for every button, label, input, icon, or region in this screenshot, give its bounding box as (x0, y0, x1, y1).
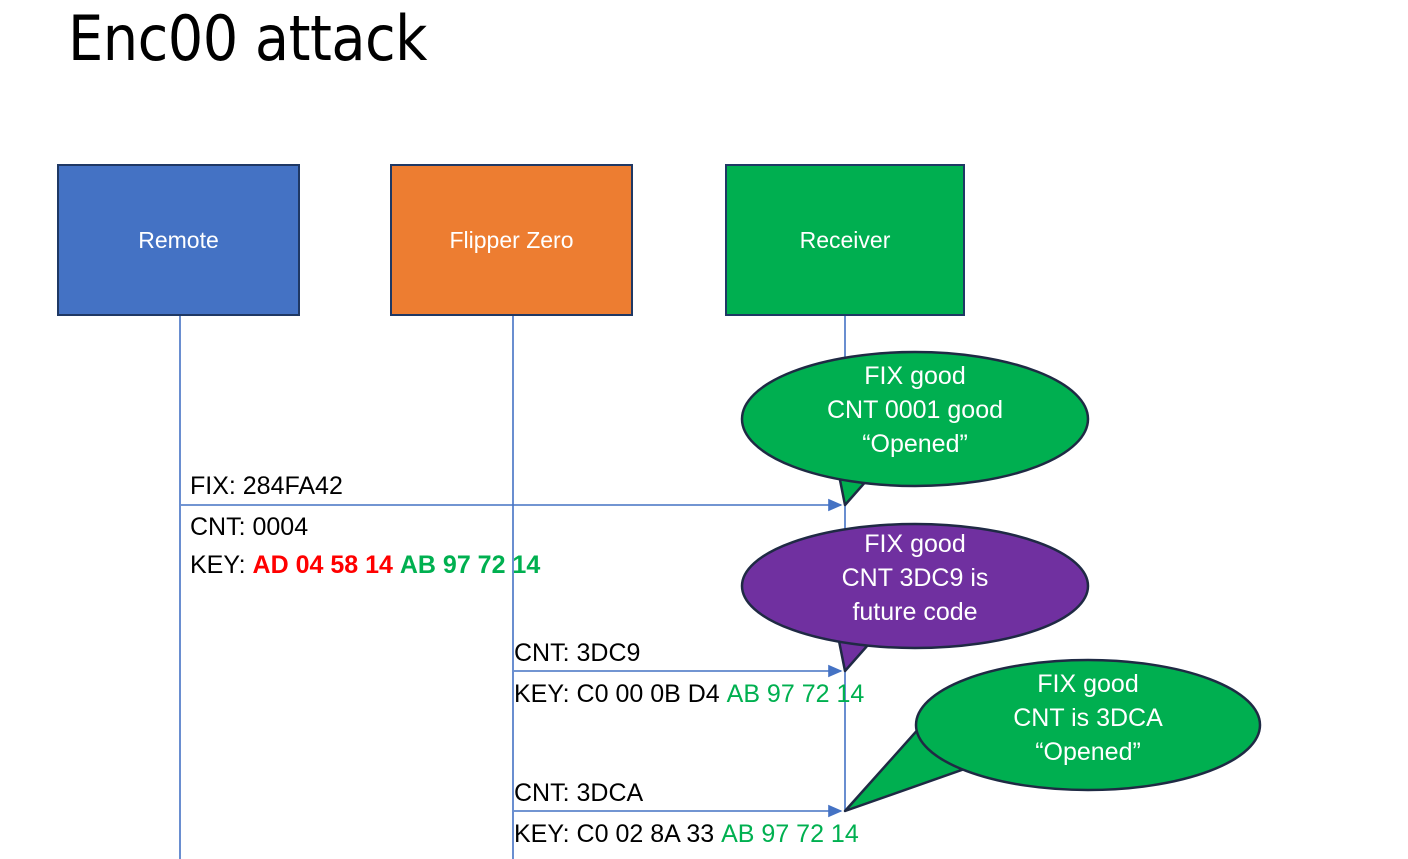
bubble-3-line-1: FIX good (1037, 670, 1139, 698)
message-1-key-label: KEY: AD 04 58 14 AB 97 72 14 (190, 553, 540, 578)
callout-bubble-1-text: FIX good CNT 0001 good “Opened” (742, 360, 1088, 461)
message-2-cnt-label: CNT: 3DC9 (514, 639, 641, 667)
callout-bubble-2-text: FIX good CNT 3DC9 is future code (742, 528, 1088, 629)
actor-label-flipper-zero: Flipper Zero (449, 226, 574, 253)
bubble-3-line-3: “Opened” (1035, 737, 1141, 766)
bubble-2-line-3: future code (852, 597, 978, 626)
bubble-1-line-3: “Opened” (862, 429, 968, 458)
actor-box-receiver[interactable]: Receiver (725, 164, 965, 316)
key-part-green: AB 97 72 14 (721, 820, 859, 848)
bubble-3-line-2: CNT is 3DCA (1013, 703, 1163, 732)
page-title: Enc00 attack (68, 2, 427, 75)
message-2-key-label: KEY: C0 00 0B D4 AB 97 72 14 (514, 682, 864, 707)
key-part-black: C0 00 0B D4 (576, 680, 720, 708)
message-3-cnt-label: CNT: 3DCA (514, 779, 644, 807)
bubble-2-line-2: CNT 3DC9 is (841, 563, 989, 592)
callout-bubble-2 (740, 522, 1090, 673)
actor-box-remote[interactable]: Remote (57, 164, 300, 316)
key-prefix: KEY: (514, 680, 570, 708)
bubble-1-line-1: FIX good (864, 362, 966, 390)
key-prefix: KEY: (190, 551, 246, 579)
actor-label-receiver: Receiver (799, 226, 891, 253)
message-1-fix-label: FIX: 284FA42 (190, 472, 343, 500)
actor-label-remote: Remote (138, 226, 219, 253)
key-prefix: KEY: (514, 820, 570, 848)
key-part-green: AB 97 72 14 (726, 680, 865, 708)
message-3-key-label: KEY: C0 02 8A 33 AB 97 72 14 (514, 822, 859, 847)
key-part-green: AB 97 72 14 (399, 551, 541, 579)
key-part-red: AD 04 58 14 (252, 551, 393, 579)
callout-bubble-1 (740, 350, 1090, 507)
callout-bubble-3-text: FIX good CNT is 3DCA “Opened” (916, 668, 1260, 769)
callout-bubble-3 (843, 658, 1262, 813)
actor-box-flipper-zero[interactable]: Flipper Zero (390, 164, 633, 316)
key-part-black: C0 02 8A 33 (576, 820, 715, 848)
message-1-cnt-label: CNT: 0004 (190, 513, 309, 541)
bubble-1-line-2: CNT 0001 good (826, 395, 1004, 424)
bubble-2-line-1: FIX good (864, 530, 966, 558)
